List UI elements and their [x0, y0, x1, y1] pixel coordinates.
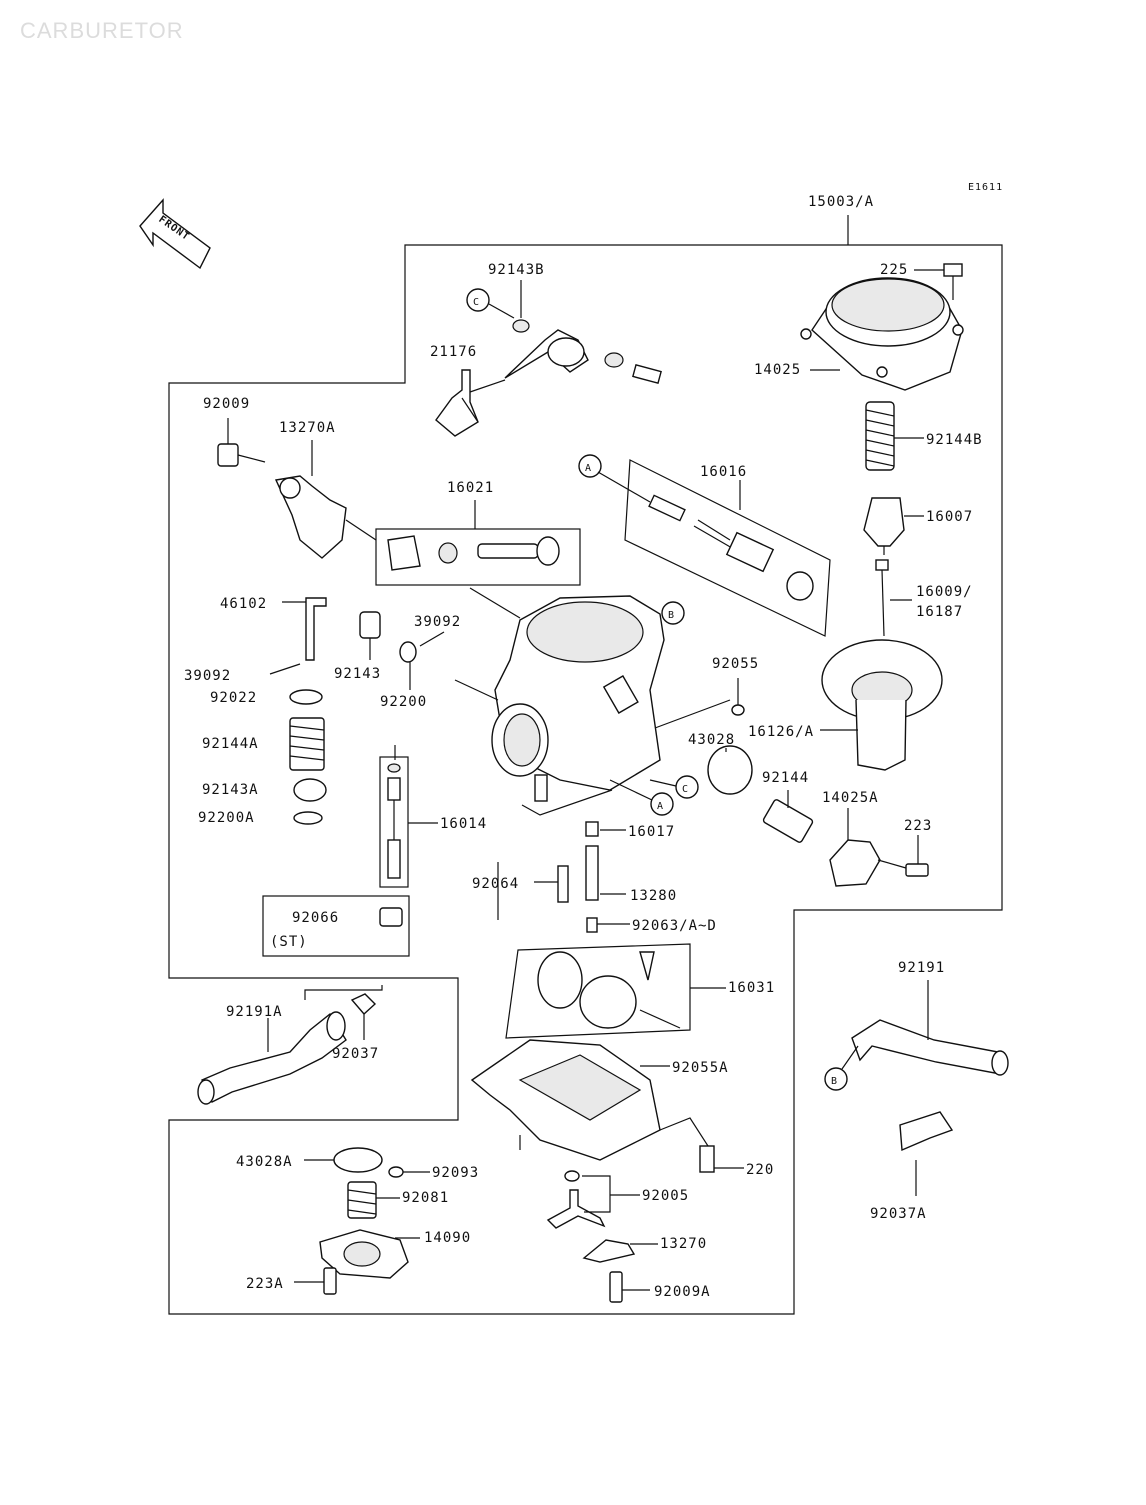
label-92144B: 92144B — [926, 432, 983, 448]
carburetor-body — [394, 587, 731, 816]
label-220: 220 — [746, 1162, 774, 1178]
label-16007: 16007 — [926, 509, 973, 525]
label-13270A: 13270A — [279, 420, 336, 436]
callout-a-body: A — [657, 801, 664, 812]
float-chamber — [470, 1039, 670, 1161]
starter-jet-box-92066 — [262, 895, 410, 957]
callout-c-body: C — [682, 784, 689, 795]
label-92143A: 92143A — [202, 782, 259, 798]
jet-needle-16009 — [875, 559, 912, 637]
diagram-title: CARBURETOR — [20, 18, 184, 43]
label-14025A: 14025A — [822, 790, 879, 806]
label-92200A: 92200A — [198, 810, 255, 826]
diagram-code: E1611 — [968, 182, 1003, 193]
choke-plunger-parts — [435, 280, 662, 437]
label-92200: 92200 — [380, 694, 427, 710]
label-46102: 46102 — [220, 596, 267, 612]
label-16009: 16009/ — [916, 584, 973, 600]
label-13270: 13270 — [660, 1236, 707, 1252]
label-92143B: 92143B — [488, 262, 545, 278]
hose-92191A — [197, 985, 383, 1105]
needle-holder-16007 — [863, 497, 924, 555]
label-st: (ST) — [270, 934, 308, 950]
label-16014: 16014 — [440, 816, 487, 832]
label-92191: 92191 — [898, 960, 945, 976]
label-16126: 16126/A — [748, 724, 814, 740]
label-92093: 92093 — [432, 1165, 479, 1181]
label-92009: 92009 — [203, 396, 250, 412]
label-92037: 92037 — [332, 1046, 379, 1062]
label-15003: 15003/A — [808, 194, 874, 210]
callout-b-body: B — [668, 610, 675, 621]
left-column-parts — [269, 597, 445, 825]
label-225: 225 — [880, 262, 908, 278]
label-43028: 43028 — [688, 732, 735, 748]
throttle-stop-box-16021 — [375, 500, 581, 586]
label-92191A: 92191A — [226, 1004, 283, 1020]
callouts-body — [609, 601, 699, 816]
label-92081: 92081 — [402, 1190, 449, 1206]
label-223A: 223A — [246, 1276, 284, 1292]
callout-b-hose: B — [831, 1076, 838, 1087]
callout-letters: C A B A C B — [473, 297, 838, 1087]
starter-plunger-box-16016 — [578, 454, 831, 637]
label-92066: 92066 — [292, 910, 339, 926]
callout-c-top: C — [473, 297, 480, 308]
spring-92144B — [865, 401, 924, 471]
label-92009A: 92009A — [654, 1284, 711, 1300]
label-92022: 92022 — [210, 690, 257, 706]
label-16017: 16017 — [628, 824, 675, 840]
label-16031: 16031 — [728, 980, 775, 996]
bottom-left-parts — [294, 1147, 430, 1295]
main-assembly-outline — [168, 244, 1003, 1315]
label-92055A: 92055A — [672, 1060, 729, 1076]
label-92055: 92055 — [712, 656, 759, 672]
label-92144A: 92144A — [202, 736, 259, 752]
needle-jet-box-16014 — [379, 756, 438, 888]
label-39092-left: 39092 — [184, 668, 231, 684]
label-92005: 92005 — [642, 1188, 689, 1204]
top-cover-14025 — [800, 263, 964, 391]
label-39092-right: 39092 — [414, 614, 461, 630]
bottom-middle-parts — [546, 1117, 744, 1303]
label-92144: 92144 — [762, 770, 809, 786]
label-92064: 92064 — [472, 876, 519, 892]
label-14090: 14090 — [424, 1230, 471, 1246]
callout-a-top: A — [585, 463, 592, 474]
right-middle-parts — [707, 678, 929, 887]
label-43028A: 43028A — [236, 1154, 293, 1170]
label-92143: 92143 — [334, 666, 381, 682]
label-21176: 21176 — [430, 344, 477, 360]
label-16021: 16021 — [447, 480, 494, 496]
label-92063: 92063/A~D — [632, 918, 717, 934]
diaphragm-16126 — [820, 639, 943, 771]
label-16187: 16187 — [916, 604, 963, 620]
throttle-lever-13270A — [217, 418, 377, 559]
label-92037A: 92037A — [870, 1206, 927, 1222]
label-13280: 13280 — [630, 888, 677, 904]
label-14025: 14025 — [754, 362, 801, 378]
label-16016: 16016 — [700, 464, 747, 480]
front-arrow-icon: FRONT — [139, 198, 211, 270]
label-223: 223 — [904, 818, 932, 834]
float-box-16031 — [505, 943, 726, 1039]
part-labels: 15003/A 225 92143B 14025 21176 92009 132… — [184, 194, 983, 1300]
jets-group — [497, 821, 630, 933]
hose-92191 — [824, 980, 1009, 1196]
